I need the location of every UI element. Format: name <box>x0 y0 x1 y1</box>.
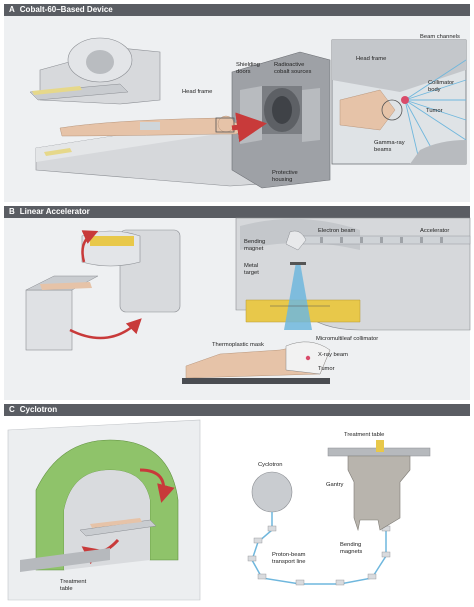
label-treatment-table-left-1: Treatment <box>60 579 87 585</box>
label-gamma-ray-2: beams <box>374 147 392 153</box>
panel-a-title: Cobalt-60–Based Device <box>19 5 113 14</box>
panel-b-title: Linear Accelerator <box>19 207 90 216</box>
label-head-frame-inset: Head frame <box>356 56 386 62</box>
label-micromultileaf-collimator: Micromultileaf collimator <box>316 336 378 342</box>
label-beam-channels: Beam channels <box>420 34 460 40</box>
label-tumor-b: Tumor <box>318 366 335 372</box>
label-tumor-a: Tumor <box>426 108 443 114</box>
label-collimator-body-2: body <box>428 87 441 93</box>
proton-gantry-room <box>7 419 201 601</box>
label-gamma-ray-1: Gamma-ray <box>374 140 405 146</box>
panel-a-illustration: Shielding doors Radioactive cobalt sourc… <box>4 16 470 202</box>
large-cobalt-device <box>35 51 331 189</box>
linac-detail <box>182 217 471 384</box>
label-electron-beam: Electron beam <box>318 228 356 234</box>
label-bending-magnet-2: magnet <box>244 246 264 252</box>
label-cyclotron: Cyclotron <box>258 462 282 468</box>
panel-a-letter: A <box>9 5 15 14</box>
label-collimator-body-1: Collimator <box>428 80 454 86</box>
label-head-frame-main: Head frame <box>182 89 212 95</box>
label-treatment-table-right: Treatment table <box>344 432 384 438</box>
panel-a-header: A Cobalt-60–Based Device <box>4 4 470 16</box>
cobalt-inset <box>331 39 467 165</box>
label-protective-housing-1: Protective <box>272 170 298 176</box>
label-accelerator: Accelerator <box>420 228 449 234</box>
panel-b-illustration: Bending magnet Electron beam Accelerator… <box>4 217 471 400</box>
panel-c-title: Cyclotron <box>19 405 58 414</box>
label-metal-target-2: target <box>244 270 259 276</box>
label-shielding-doors-2: doors <box>236 69 251 75</box>
panel-b-header: B Linear Accelerator <box>4 206 470 218</box>
label-protective-housing-2: housing <box>272 177 292 183</box>
label-radioactive-sources-2: cobalt sources <box>274 69 311 75</box>
label-treatment-table-left-2: table <box>60 586 73 592</box>
panel-c-letter: C <box>9 405 15 414</box>
label-gantry: Gantry <box>326 482 343 488</box>
label-bending-magnets-1: Bending <box>340 542 361 548</box>
cyclotron-system <box>247 440 431 586</box>
label-bending-magnet-1: Bending <box>244 239 265 245</box>
label-shielding-doors-1: Shielding <box>236 62 260 68</box>
panel-c-header: C Cyclotron <box>4 404 470 416</box>
panel-c-illustration: Treatment table Cyclotron Proton-beam tr… <box>4 416 470 603</box>
label-bending-magnets-2: magnets <box>340 549 362 555</box>
panel-b-letter: B <box>9 207 15 216</box>
label-radioactive-sources-1: Radioactive <box>274 62 304 68</box>
small-cobalt-device <box>29 37 161 105</box>
label-thermoplastic-mask: Thermoplastic mask <box>212 342 264 348</box>
label-proton-beam-2: transport line <box>272 559 306 565</box>
label-xray-beam: X-ray beam <box>318 352 348 358</box>
label-proton-beam-1: Proton-beam <box>272 552 306 558</box>
linac-device <box>25 229 181 351</box>
label-metal-target-1: Metal <box>244 263 258 269</box>
